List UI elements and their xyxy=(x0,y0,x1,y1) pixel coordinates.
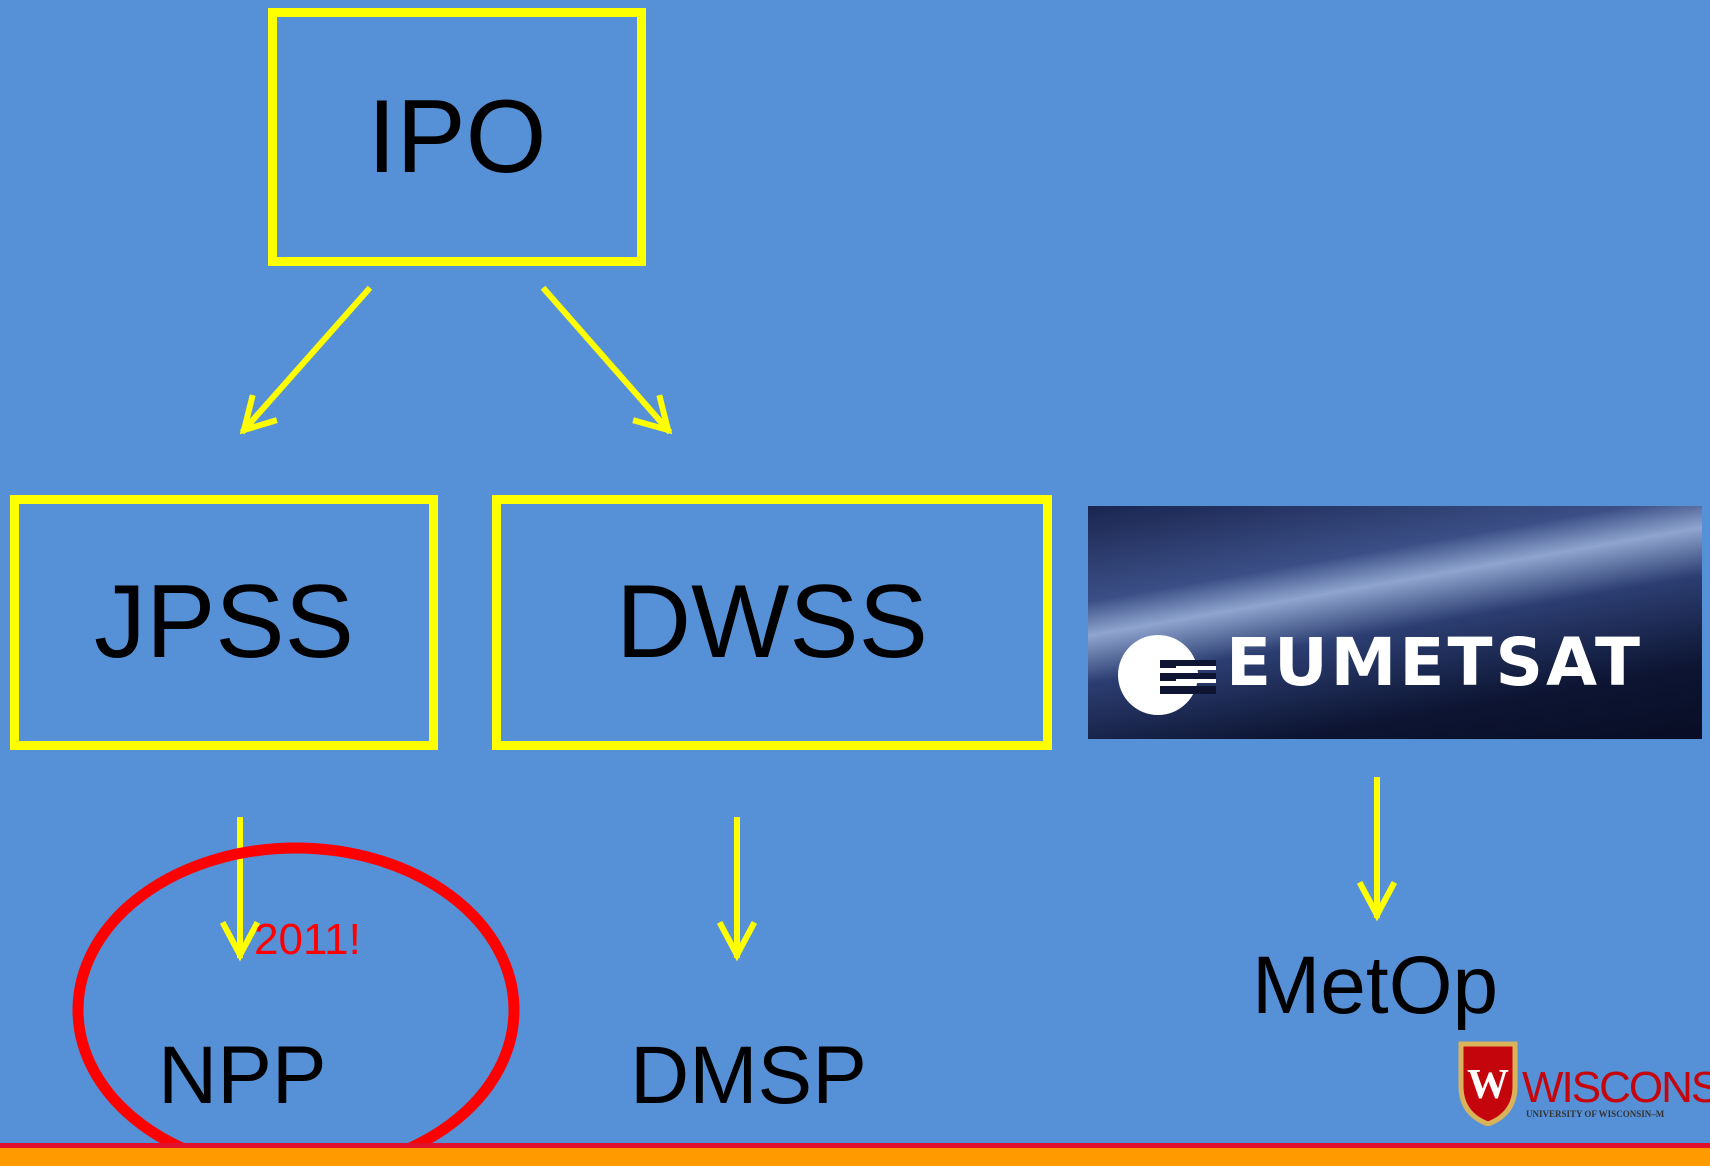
arrow-jpss-npp-head xyxy=(219,920,261,962)
dwss-box: DWSS xyxy=(492,495,1052,750)
svg-text:W: W xyxy=(1467,1062,1509,1108)
jpss-label: JPSS xyxy=(93,564,355,680)
arrow-dwss-dmsp-head xyxy=(716,920,758,962)
eumetsat-logo: EUMETSAT xyxy=(1088,506,1702,739)
eumetsat-wordmark: EUMETSAT xyxy=(1226,624,1643,701)
wisconsin-wordmark: WISCONS xyxy=(1522,1063,1710,1112)
arrow-ipo-jpss-head xyxy=(239,394,278,435)
arrow-ipo-dwss xyxy=(540,285,673,435)
dwss-label: DWSS xyxy=(616,564,928,680)
wisconsin-crest-icon: W xyxy=(1458,1041,1518,1126)
arrow-ipo-jpss xyxy=(239,285,373,435)
metop-label: MetOp xyxy=(1252,940,1499,1031)
highlight-circle xyxy=(72,842,520,1161)
eumetsat-logo-icon xyxy=(1118,635,1216,715)
wisconsin-subtitle: UNIVERSITY OF WISCONSIN–M xyxy=(1526,1109,1665,1119)
ipo-box: IPO xyxy=(268,8,646,266)
dmsp-label: DMSP xyxy=(630,1030,867,1121)
arrow-eumetsat-metop-head xyxy=(1356,880,1398,922)
footer-bar xyxy=(0,1143,1710,1166)
year-annotation: 2011! xyxy=(254,915,361,964)
npp-label: NPP xyxy=(158,1030,327,1121)
ipo-label: IPO xyxy=(367,78,547,195)
jpss-box: JPSS xyxy=(10,495,438,750)
arrow-ipo-dwss-head xyxy=(632,394,673,435)
